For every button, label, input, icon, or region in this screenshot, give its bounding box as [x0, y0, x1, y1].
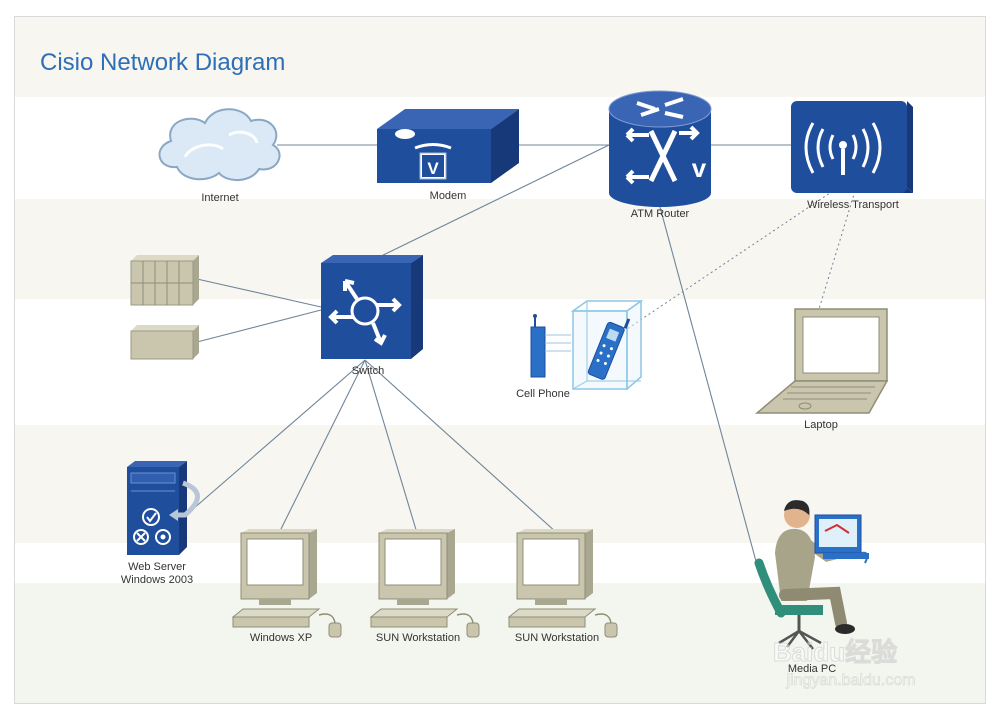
- sun-workstation-2-label: SUN Workstation: [515, 632, 599, 644]
- rack-server-icon: [130, 255, 199, 306]
- media-pc-label: Media PC: [788, 663, 836, 675]
- cell-phone-icon: [530, 299, 644, 391]
- internet-label: Internet: [201, 192, 238, 204]
- network-diagram: Internet V Modem v ATM Router: [121, 90, 916, 690]
- atm-router-icon: v: [608, 90, 712, 207]
- atm-router-label: ATM Router: [631, 208, 690, 220]
- sun-workstation-1-icon: [369, 529, 480, 638]
- diagram-canvas: Cisio Network Diagram Internet: [14, 16, 986, 704]
- wireless-link-laptop: [818, 190, 856, 310]
- laptop-icon: [754, 308, 889, 414]
- web-server-label-line2: Windows 2003: [121, 574, 193, 586]
- watermark-url: jingyan.baidu.com: [786, 672, 916, 689]
- web-server-icon: [127, 461, 200, 555]
- link-rack-switch: [196, 278, 322, 308]
- sun-workstation-1-label: SUN Workstation: [376, 632, 460, 644]
- windows-xp-label: Windows XP: [250, 632, 312, 644]
- web-server-label-line1: Web Server: [128, 561, 186, 573]
- link-switch-windowsxp: [278, 359, 366, 534]
- link-box-switch: [196, 309, 322, 343]
- link-switch-sun2: [364, 359, 558, 534]
- link-switch-sun1: [364, 359, 418, 534]
- watermark-brand: Baidu经验: [773, 637, 897, 667]
- media-pc-person-icon: [754, 500, 869, 650]
- watermark: Baidu经验 jingyan.baidu.com: [772, 637, 916, 690]
- link-router-mediapc: [659, 206, 758, 566]
- background-band: [15, 583, 985, 703]
- switch-label: Switch: [352, 365, 384, 377]
- diagram-title: Cisio Network Diagram: [40, 49, 286, 76]
- modem-icon: V: [377, 109, 519, 183]
- modem-label: Modem: [430, 190, 467, 202]
- background-band: [15, 17, 985, 97]
- svg-text:v: v: [692, 153, 707, 183]
- link-router-switch: [370, 144, 610, 262]
- windows-xp-pc-icon: [231, 529, 342, 638]
- link-switch-webserver: [192, 359, 366, 510]
- laptop-label: Laptop: [804, 419, 838, 431]
- sun-workstation-2-icon: [507, 529, 618, 638]
- internet-cloud-icon: [158, 108, 281, 181]
- storage-box-icon: [130, 325, 199, 360]
- wireless-transport-icon: [791, 101, 913, 193]
- switch-icon: [321, 255, 423, 359]
- wireless-link-cellphone: [626, 190, 834, 330]
- cell-phone-label: Cell Phone: [516, 388, 570, 400]
- svg-text:V: V: [427, 159, 439, 178]
- wireless-transport-label: Wireless Transport: [807, 199, 899, 211]
